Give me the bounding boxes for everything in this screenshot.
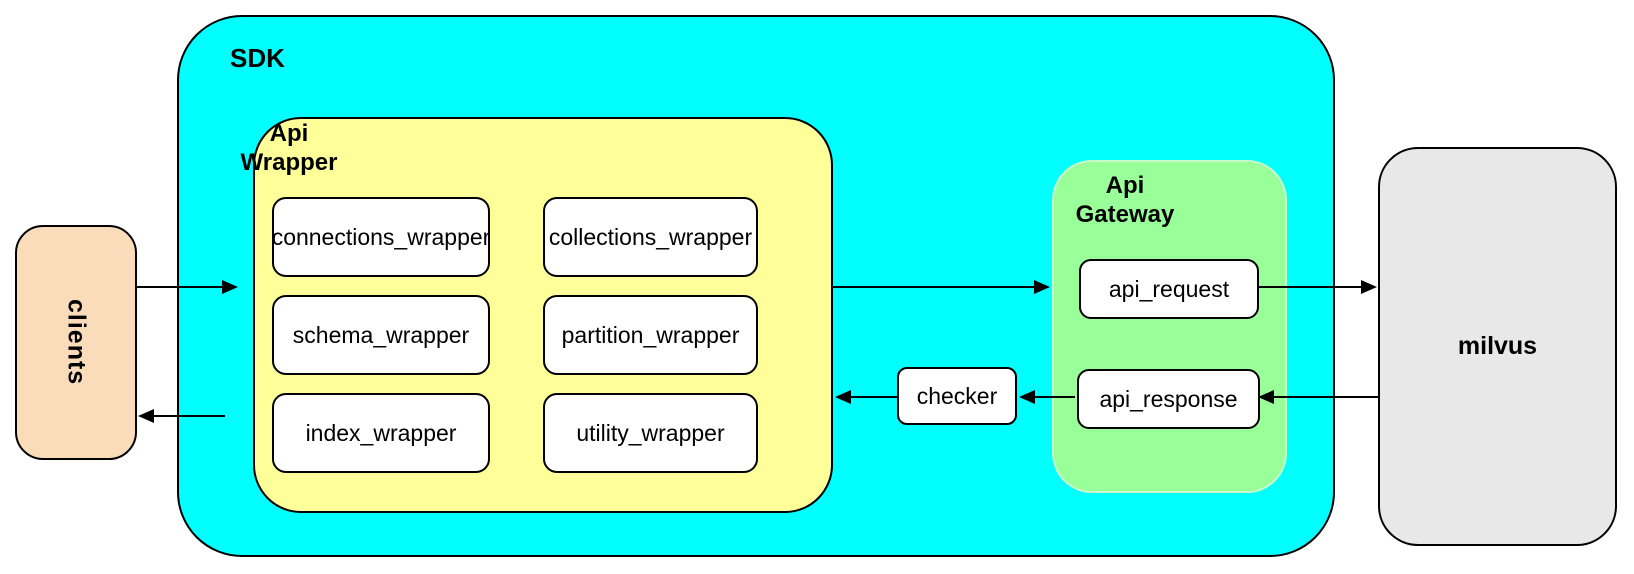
arrow-sdk-to-clients-line (154, 415, 225, 417)
api-gateway-container: Api Gateway api_request api_response (1052, 160, 1287, 493)
collections-wrapper-node: collections_wrapper (543, 197, 758, 277)
api-wrapper-container: Api Wrapper connections_wrapper collecti… (241, 117, 833, 513)
index-wrapper-node: index_wrapper (272, 393, 490, 473)
partition-wrapper-label: partition_wrapper (561, 321, 740, 348)
connections-wrapper-label: connections_wrapper (271, 223, 491, 250)
api-request-label: api_request (1108, 275, 1230, 302)
api-response-label: api_response (1099, 385, 1238, 412)
arrow-left-head-icon (835, 390, 851, 404)
checker-label: checker (916, 382, 998, 409)
utility-wrapper-label: utility_wrapper (576, 419, 725, 446)
schema-wrapper-node: schema_wrapper (272, 295, 490, 375)
arrow-wrapper-to-gateway-line (833, 286, 1034, 288)
arrow-left-head-icon (1258, 390, 1274, 404)
arrow-right-head-icon (1034, 280, 1050, 294)
arrow-checker-to-wrapper-line (851, 396, 897, 398)
collections-wrapper-label: collections_wrapper (548, 223, 753, 250)
arrow-left-head-icon (138, 409, 154, 423)
arrow-milvus-to-response-line (1274, 396, 1378, 398)
connections-wrapper-node: connections_wrapper (272, 197, 490, 277)
sdk-container: SDK Api Wrapper connections_wrapper coll… (177, 15, 1335, 557)
milvus-label: milvus (1457, 332, 1538, 360)
arrow-right-head-icon (1361, 280, 1377, 294)
clients-node: clients (15, 225, 137, 460)
api-wrapper-label: Api Wrapper (240, 120, 338, 176)
arrow-right-head-icon (222, 280, 238, 294)
checker-node: checker (897, 367, 1017, 425)
api-gateway-label: Api Gateway (1075, 172, 1175, 228)
clients-label: clients (62, 299, 91, 386)
utility-wrapper-node: utility_wrapper (543, 393, 758, 473)
arrow-request-to-milvus-line (1257, 286, 1361, 288)
milvus-node: milvus (1378, 147, 1617, 546)
arrow-left-head-icon (1019, 390, 1035, 404)
index-wrapper-label: index_wrapper (305, 419, 457, 446)
arrow-clients-to-sdk-line (137, 286, 223, 288)
arrow-response-to-checker-line (1035, 396, 1075, 398)
schema-wrapper-label: schema_wrapper (292, 321, 470, 348)
partition-wrapper-node: partition_wrapper (543, 295, 758, 375)
api-request-node: api_request (1079, 259, 1259, 319)
api-response-node: api_response (1077, 369, 1260, 429)
sdk-label: SDK (230, 43, 285, 73)
